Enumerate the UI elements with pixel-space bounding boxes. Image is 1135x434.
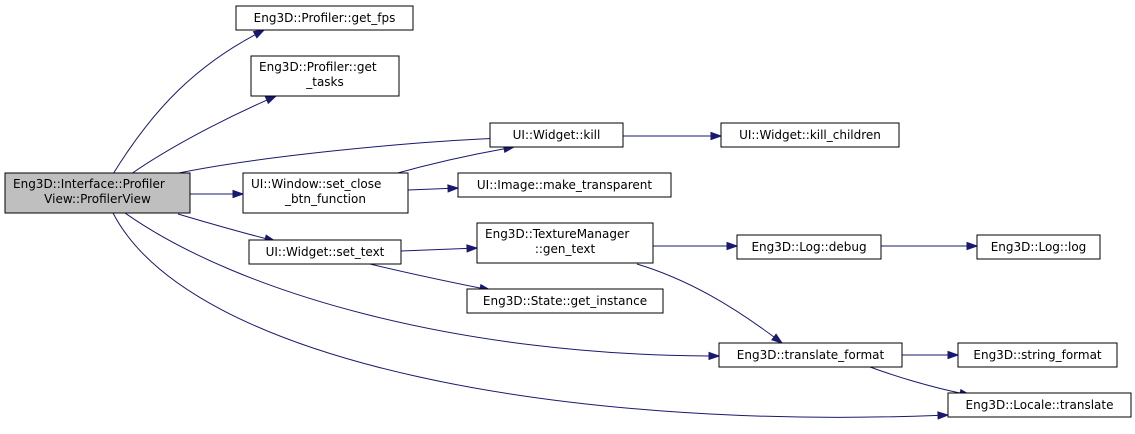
node-get-tasks[interactable]: Eng3D::Profiler::get_tasks <box>250 55 400 97</box>
node-set-close[interactable]: UI::Window::set_close_btn_function <box>242 172 409 214</box>
edge-line <box>393 148 506 175</box>
node-box <box>466 288 664 314</box>
node-get-instance[interactable]: Eng3D::State::get_instance <box>466 288 664 314</box>
node-make-transparent[interactable]: UI::Image::make_transparent <box>457 172 672 198</box>
edge-set_text-to-get_instance <box>369 263 492 293</box>
node-box <box>248 239 402 265</box>
edge-line <box>400 247 469 252</box>
edge-line <box>369 263 482 289</box>
node-box <box>489 122 624 148</box>
node-label-line: ::gen_text <box>535 242 596 256</box>
edge-root-to-kill <box>173 134 505 175</box>
node-box <box>235 5 414 31</box>
edge-translate_format-to-string_format <box>902 350 960 360</box>
node-label-line: UI::Widget::set_text <box>266 245 385 259</box>
edge-line <box>124 212 711 357</box>
node-debug[interactable]: Eng3D::Log::debug <box>736 234 882 260</box>
arrowhead <box>771 333 784 344</box>
node-label-line: UI::Widget::kill_children <box>739 128 881 142</box>
node-label-line: Eng3D::Profiler::get <box>259 60 377 74</box>
node-label-line: UI::Widget::kill <box>513 128 601 142</box>
arrowhead <box>937 411 950 420</box>
node-label-line: UI::Image::make_transparent <box>477 178 653 192</box>
node-label-line: Eng3D::Log::debug <box>751 240 866 254</box>
edge-line <box>177 213 267 240</box>
edges-layer <box>112 29 979 420</box>
edge-gen_text-to-debug <box>653 241 739 251</box>
arrowhead <box>708 351 721 361</box>
edge-debug-to-log <box>881 241 979 251</box>
node-label-line: Eng3D::Profiler::get_fps <box>254 11 396 25</box>
edge-line <box>869 366 962 394</box>
nodes-layer: Eng3D::Interface::ProfilerView::Profiler… <box>4 5 1132 418</box>
node-gen-text[interactable]: Eng3D::TextureManager::gen_text <box>476 222 654 264</box>
node-box <box>476 222 654 264</box>
edge-root-to-translate <box>112 212 950 420</box>
edge-translate_format-to-translate <box>869 366 972 398</box>
edge-line <box>112 212 940 418</box>
edge-root-to-set_text <box>177 213 277 243</box>
node-box <box>976 234 1101 260</box>
node-box <box>736 234 882 260</box>
edge-set_close-to-kill <box>393 144 516 175</box>
node-kill[interactable]: UI::Widget::kill <box>489 122 624 148</box>
node-label-line: UI::Window::set_close <box>251 177 381 191</box>
node-label-line: Eng3D::TextureManager <box>485 227 629 241</box>
node-box <box>242 172 409 214</box>
edge-root-to-get_fps <box>112 29 266 175</box>
node-set-text[interactable]: UI::Widget::set_text <box>248 239 402 265</box>
node-log[interactable]: Eng3D::Log::log <box>976 234 1101 260</box>
arrowhead <box>252 29 266 39</box>
node-get-fps[interactable]: Eng3D::Profiler::get_fps <box>235 5 414 31</box>
arrowhead <box>232 189 245 199</box>
node-box <box>720 122 900 148</box>
edge-kill-to-kill_children <box>623 131 723 141</box>
node-box <box>718 342 903 368</box>
edge-set_text-to-gen_text <box>400 244 479 253</box>
edge-root-to-translate_format <box>124 212 721 361</box>
node-label-line: _tasks <box>305 75 344 89</box>
node-label-line: Eng3D::State::get_instance <box>483 294 647 308</box>
arrowhead <box>466 244 479 253</box>
edge-line <box>636 263 776 339</box>
arrowhead <box>264 95 278 105</box>
edge-line <box>407 187 450 191</box>
node-box <box>957 342 1118 368</box>
edge-set_close-to-make_transparent <box>407 184 460 193</box>
node-label-line: Eng3D::translate_format <box>737 348 885 362</box>
node-label-line: _btn_function <box>284 192 366 206</box>
node-label-line: Eng3D::Log::log <box>991 240 1087 254</box>
arrowhead <box>966 241 979 251</box>
node-translate-format[interactable]: Eng3D::translate_format <box>718 342 903 368</box>
edge-root-to-get_tasks <box>130 95 278 175</box>
node-string-format[interactable]: Eng3D::string_format <box>957 342 1118 368</box>
node-box <box>4 172 191 214</box>
edge-root-to-set_close <box>190 189 245 199</box>
node-label-line: Eng3D::string_format <box>973 348 1102 362</box>
arrowhead <box>447 184 460 193</box>
node-box <box>947 392 1132 418</box>
edge-gen_text-to-translate_format <box>636 263 784 344</box>
node-translate[interactable]: Eng3D::Locale::translate <box>947 392 1132 418</box>
node-label-line: View::ProfilerView <box>44 192 151 206</box>
node-label-line: Eng3D::Locale::translate <box>966 398 1114 412</box>
arrowhead <box>726 241 739 251</box>
node-label-line: Eng3D::Interface::Profiler <box>13 177 165 191</box>
arrowhead <box>947 350 960 360</box>
edge-line <box>173 137 495 175</box>
edge-line <box>112 33 257 175</box>
node-box <box>457 172 672 198</box>
node-root: Eng3D::Interface::ProfilerView::Profiler… <box>4 172 191 214</box>
node-box <box>250 55 400 97</box>
node-kill-children[interactable]: UI::Widget::kill_children <box>720 122 900 148</box>
edge-line <box>130 99 268 175</box>
arrowhead <box>710 131 723 141</box>
